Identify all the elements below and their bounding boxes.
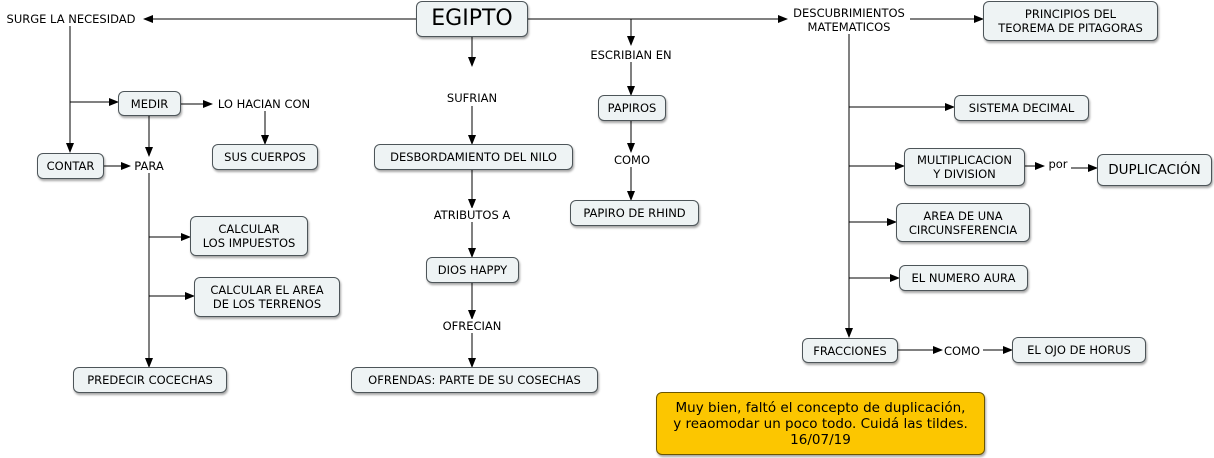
concept-fracciones[interactable]: FRACCIONES [802, 338, 898, 363]
link-ofrecian: OFRECIAN [441, 319, 503, 333]
link-descubrimientos-matematicos: DESCUBRIMIENTOS MATEMATICOS [792, 6, 906, 34]
concept-numero-aura[interactable]: EL NUMERO AURA [899, 265, 1028, 291]
link-para: PARA [133, 159, 165, 173]
link-como-rhind: COMO [612, 153, 652, 167]
concept-medir[interactable]: MEDIR [118, 91, 181, 116]
concept-calcular-impuestos[interactable]: CALCULAR LOS IMPUESTOS [190, 216, 308, 256]
link-atributos-a: ATRIBUTOS A [432, 208, 512, 222]
concept-ofrendas[interactable]: OFRENDAS: PARTE DE SU COSECHAS [351, 367, 598, 393]
concept-duplicacion[interactable]: DUPLICACIÓN [1097, 154, 1212, 186]
feedback-note[interactable]: Muy bien, faltó el concepto de duplicaci… [656, 392, 985, 455]
concept-ojo-horus[interactable]: EL OJO DE HORUS [1012, 337, 1146, 363]
concept-sistema-decimal[interactable]: SISTEMA DECIMAL [954, 95, 1089, 121]
concept-papiros[interactable]: PAPIROS [598, 95, 666, 121]
concept-sus-cuerpos[interactable]: SUS CUERPOS [212, 144, 318, 170]
concept-principios-pitagoras[interactable]: PRINCIPIOS DEL TEOREMA DE PITAGORAS [983, 1, 1158, 41]
link-por: por [1047, 157, 1069, 171]
concept-multiplicacion[interactable]: MULTIPLICACION Y DIVISION [904, 148, 1025, 186]
concept-dios-happy[interactable]: DIOS HAPPY [426, 257, 519, 283]
link-lo-hacian-con: LO HACIAN CON [216, 97, 312, 111]
concept-contar[interactable]: CONTAR [37, 153, 104, 179]
link-surge-la-necesidad: SURGE LA NECESIDAD [5, 12, 137, 26]
link-como-horus: COMO [942, 344, 982, 358]
concept-calcular-area[interactable]: CALCULAR EL AREA DE LOS TERRENOS [194, 277, 340, 317]
link-escribian-en: ESCRIBIAN EN [589, 48, 673, 62]
link-sufrian: SUFRIAN [445, 91, 499, 105]
concept-predecir-cosechas[interactable]: PREDECIR COCECHAS [73, 367, 227, 393]
concept-papiro-rhind[interactable]: PAPIRO DE RHIND [570, 200, 699, 226]
concept-egipto[interactable]: EGIPTO [416, 1, 528, 37]
concept-desbordamiento[interactable]: DESBORDAMIENTO DEL NILO [374, 144, 573, 170]
concept-area-circunferencia[interactable]: AREA DE UNA CIRCUNSFERENCIA [896, 203, 1030, 242]
